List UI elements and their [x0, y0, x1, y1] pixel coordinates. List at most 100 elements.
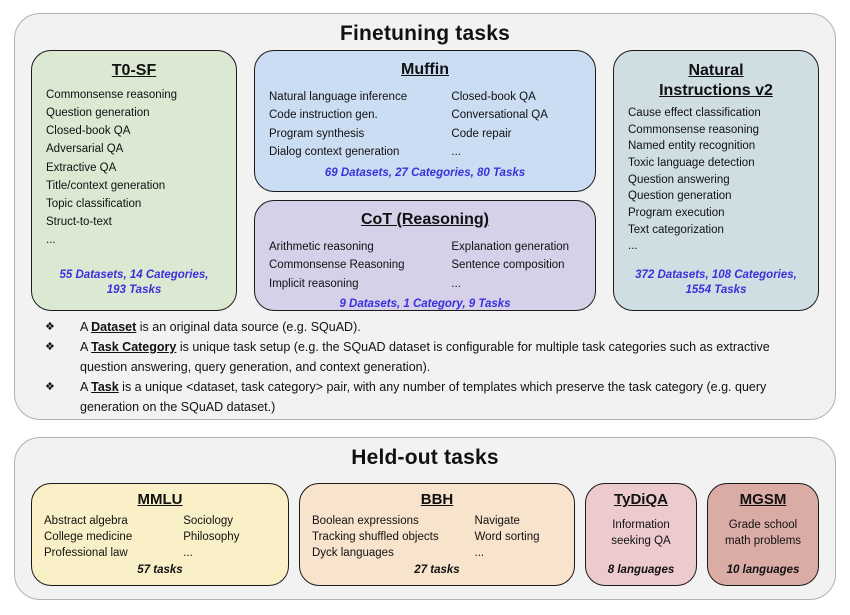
task-item: Tracking shuffled objects: [312, 530, 439, 543]
diamond-bullet-icon: ❖: [45, 381, 55, 393]
t0sf-title: T0-SF: [111, 62, 157, 79]
task-item: Abstract algebra: [44, 514, 128, 527]
task-item: Question answering: [628, 173, 730, 186]
definition-task: ❖ A Task is a unique <dataset, task cate…: [45, 377, 813, 417]
task-item: Natural language inference: [269, 91, 408, 103]
task-item: Arithmetic reasoning: [269, 241, 374, 253]
task-item: Conversational QA: [451, 109, 548, 122]
definition-dataset: ❖ A Dataset is an original data source (…: [45, 317, 813, 337]
definition-task-text: A Task is a unique <dataset, task catego…: [80, 380, 767, 414]
task-item: Commonsense reasoning: [46, 89, 178, 101]
task-item: Word sorting: [474, 530, 540, 543]
task-item: Boolean expressions: [312, 514, 419, 527]
tydiqa-box: TyDiQA Information seeking QA 8 language…: [585, 483, 697, 586]
definitions-list: ❖ A Dataset is an original data source (…: [45, 317, 813, 417]
muffin-task-list-right: Closed-book QA Conversational QA Code repa…: [451, 88, 589, 162]
t0sf-stats: 55 Datasets, 14 Categories, 193 Tasks: [59, 268, 209, 297]
task-item: ...: [46, 234, 56, 247]
mgsm-stats: 10 languages: [726, 564, 800, 576]
task-item: Struct-to-text: [46, 216, 112, 229]
task-item: Closed-book QA: [451, 91, 536, 103]
cot-stats: 9 Datasets, 1 Category, 9 Tasks: [339, 298, 511, 311]
task-item: Closed-book QA: [46, 125, 131, 138]
task-item: Topic classification: [46, 197, 142, 210]
definition-task-category-text: A Task Category is unique task setup (e.…: [80, 340, 770, 374]
finetuning-panel-title: Finetuning tasks: [339, 22, 511, 45]
task-item: Explanation generation: [451, 241, 570, 253]
task-item: Program execution: [628, 207, 725, 220]
task-item: Program synthesis: [269, 127, 365, 140]
definition-dataset-text: A Dataset is an original data source (e.…: [80, 320, 361, 334]
task-item: Code instruction gen.: [269, 109, 378, 122]
muffin-title: Muffin: [401, 61, 449, 78]
task-item: College medicine: [44, 530, 133, 543]
bbh-title: BBH: [420, 491, 454, 508]
task-item: Philosophy: [183, 530, 240, 543]
held-out-panel-title: Held-out tasks: [351, 446, 499, 469]
muffin-stats: 69 Datasets, 27 Categories, 80 Tasks: [324, 166, 526, 179]
task-item: Professional law: [44, 546, 128, 559]
task-item: Title/context generation: [46, 179, 166, 192]
task-item: Implicit reasoning: [269, 277, 359, 290]
tydiqa-stats: 8 languages: [607, 564, 675, 576]
task-item: Navigate: [474, 514, 520, 527]
natural-instructions-v2-title: Natural Instructions v2: [659, 62, 773, 99]
mmlu-title: MMLU: [137, 491, 183, 508]
finetuning-tasks-panel: Finetuning tasks T0-SF Commonsense reaso…: [14, 13, 836, 420]
natural-instructions-v2-stats: 372 Datasets, 108 Categories, 1554 Tasks: [635, 268, 797, 297]
task-item: Question generation: [46, 107, 150, 120]
task-item: Commonsense reasoning: [628, 123, 760, 136]
task-item: Dyck languages: [312, 546, 394, 559]
mgsm-description: Grade school math problems: [724, 518, 802, 547]
mgsm-box: MGSM Grade school math problems 10 langu…: [707, 483, 819, 586]
diamond-bullet-icon: ❖: [45, 341, 55, 353]
task-item: Toxic language detection: [628, 157, 755, 170]
definition-task-category: ❖ A Task Category is unique task setup (…: [45, 337, 813, 377]
task-item: ...: [451, 277, 461, 290]
task-item: Dialog context generation: [269, 146, 400, 159]
task-item: Cause effect classification: [628, 107, 761, 119]
task-item: Commonsense Reasoning: [269, 259, 405, 272]
task-item: Sentence composition: [451, 259, 565, 272]
definition-task-category-term: Task Category: [91, 340, 177, 354]
mmlu-stats: 57 tasks: [137, 564, 183, 576]
task-item: ...: [451, 146, 461, 159]
task-item: ...: [628, 240, 638, 253]
task-item: ...: [183, 546, 193, 559]
task-item: Question generation: [628, 190, 732, 203]
bbh-stats: 27 tasks: [414, 564, 460, 576]
natural-instructions-v2-box: Natural Instructions v2 Cause effect cla…: [613, 50, 819, 311]
tydiqa-title: TyDiQA: [614, 491, 668, 508]
task-item: Text categorization: [628, 223, 724, 236]
diamond-bullet-icon: ❖: [45, 321, 55, 333]
task-item: Named entity recognition: [628, 140, 756, 153]
task-item: Code repair: [451, 127, 512, 140]
definition-dataset-term: Dataset: [91, 320, 137, 334]
cot-title: CoT (Reasoning): [361, 211, 489, 228]
task-item: Sociology: [183, 514, 234, 527]
task-item: ...: [474, 546, 485, 559]
definition-task-term: Task: [91, 380, 119, 394]
tydiqa-description: Information seeking QA: [611, 518, 671, 547]
